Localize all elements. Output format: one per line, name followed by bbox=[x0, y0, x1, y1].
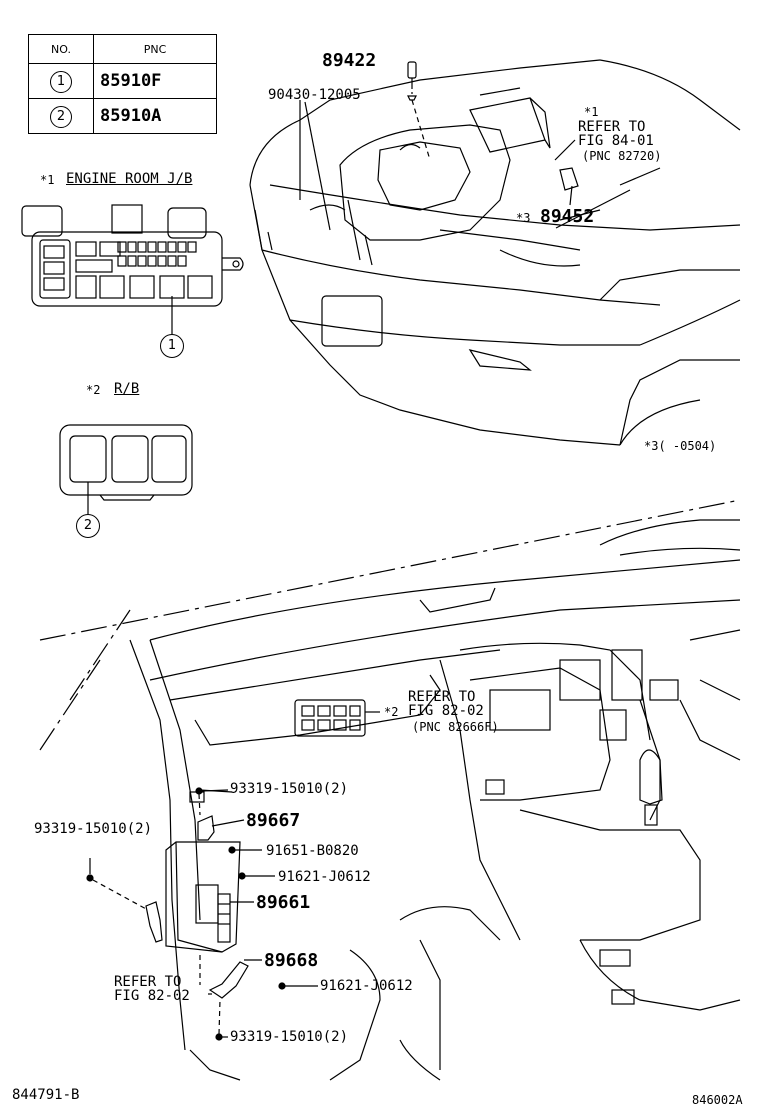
engine-room-title: ENGINE ROOM J/B bbox=[66, 171, 193, 187]
row-pnc: 85910A bbox=[100, 106, 162, 126]
code-left: 844791-B bbox=[12, 1087, 80, 1103]
part-89661: 89661 bbox=[256, 892, 311, 913]
row-pnc: 85910F bbox=[100, 71, 162, 91]
table-header-pnc: PNC bbox=[93, 34, 217, 64]
ref3-line2: FIG 82-02 bbox=[114, 988, 190, 1004]
callout-2: 2 bbox=[76, 514, 100, 538]
ref2-line2: FIG 82-02 bbox=[408, 703, 484, 719]
ref2-line1: REFER TO bbox=[408, 689, 476, 705]
ref3-line1: REFER TO bbox=[114, 974, 182, 990]
ref1-line2: FIG 84-01 bbox=[578, 133, 654, 149]
relay-block-drawing bbox=[294, 699, 380, 737]
ecu-drawing bbox=[86, 787, 318, 1041]
engine-room-jb-drawing bbox=[21, 204, 244, 334]
part-93319-15010-bottom: 93319-15010(2) bbox=[230, 1029, 349, 1045]
part-91651-b0820: 91651-B0820 bbox=[266, 843, 359, 859]
code-right: 846002A bbox=[692, 1093, 743, 1107]
part-91621-j0612-b: 91621-J0612 bbox=[320, 978, 413, 994]
rb-title: R/B bbox=[114, 381, 140, 397]
ref2-mark: *2 bbox=[384, 705, 399, 719]
ref1-line1: REFER TO bbox=[578, 119, 646, 135]
table-header-no: NO. bbox=[28, 34, 94, 64]
rb-mark: *2 bbox=[86, 383, 101, 397]
part-93319-15010-left: 93319-15010(2) bbox=[34, 821, 153, 837]
part-89667: 89667 bbox=[246, 810, 301, 831]
ref1-mark: *1 bbox=[584, 105, 599, 119]
row-number: 2 bbox=[50, 105, 72, 128]
part-89452-mark: *3 bbox=[516, 211, 531, 225]
part-89452: 89452 bbox=[540, 206, 595, 227]
part-90430-12005: 90430-12005 bbox=[268, 87, 361, 103]
dashboard-drawing bbox=[39, 499, 741, 1081]
table-row: 1 85910F bbox=[28, 63, 217, 99]
callout-1: 1 bbox=[160, 334, 184, 358]
table-row: 2 85910A bbox=[28, 98, 217, 134]
part-89668: 89668 bbox=[264, 950, 319, 971]
engine-bay-drawing bbox=[249, 59, 741, 446]
footnote-3: *3( -0504) bbox=[644, 439, 717, 453]
part-91621-j0612-a: 91621-J0612 bbox=[278, 869, 371, 885]
pnc-table: NO. PNC 1 85910F 2 85910A bbox=[28, 34, 217, 134]
part-89422: 89422 bbox=[322, 50, 377, 71]
engine-room-mark: *1 bbox=[40, 173, 55, 187]
rb-drawing bbox=[59, 424, 193, 514]
ref1-line3: (PNC 82720) bbox=[582, 149, 662, 163]
row-number: 1 bbox=[50, 70, 72, 93]
part-93319-15010-top: 93319-15010(2) bbox=[230, 781, 349, 797]
ref2-line3: (PNC 82666F) bbox=[412, 720, 499, 734]
